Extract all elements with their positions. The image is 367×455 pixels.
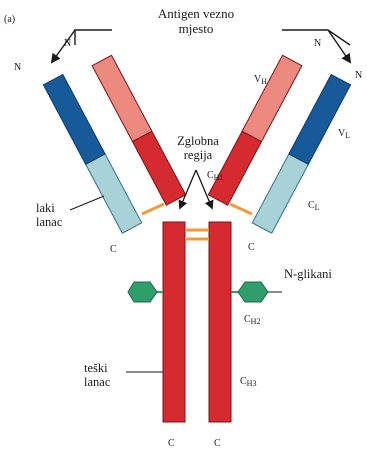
hinge-label-line2: regija bbox=[184, 148, 213, 162]
heavy-chain-variable-vh-right bbox=[242, 55, 302, 141]
antigen-site-label-line2: mjesto bbox=[179, 21, 214, 36]
n-glycan-right bbox=[238, 282, 268, 302]
glycan-label: N-glikani bbox=[284, 267, 332, 281]
light-chain-variable-vl-left bbox=[43, 75, 105, 165]
panel-letter: (a) bbox=[4, 14, 15, 25]
heavy-chain-variable-vh-left bbox=[92, 55, 152, 141]
heavy-chain-stem-left bbox=[163, 222, 185, 422]
light-chain-constant-cl-left bbox=[86, 154, 142, 233]
n-terminus-heavy-right: N bbox=[314, 38, 321, 49]
light-chain-variable-vl-right bbox=[289, 75, 351, 165]
heavy-chain-stem-right bbox=[209, 222, 231, 422]
c-terminus-heavy-right: C bbox=[214, 438, 221, 449]
c-terminus-light-right: C bbox=[248, 242, 255, 253]
n-glycan-left bbox=[128, 282, 157, 302]
c-terminus-heavy-left: C bbox=[168, 438, 175, 449]
domain-label-ch2: CH2 bbox=[244, 314, 260, 326]
light-heavy-disulfide-left bbox=[142, 204, 164, 214]
n-terminus-light-right: N bbox=[355, 70, 362, 81]
domain-label-cl: CL bbox=[308, 200, 320, 212]
light-chain-constant-cl-right bbox=[252, 154, 308, 233]
antigen-site-arrow-right bbox=[328, 30, 350, 62]
domain-label-ch3: CH3 bbox=[240, 376, 256, 388]
light-chain-leader bbox=[70, 196, 104, 210]
hinge-label-line1: Zglobna bbox=[177, 134, 219, 148]
n-terminus-light-left: N bbox=[14, 62, 21, 73]
c-terminus-light-left: C bbox=[110, 244, 117, 255]
light-chain-label-line2: lanac bbox=[36, 215, 63, 229]
domain-label-vh: VH bbox=[254, 74, 267, 86]
light-chain-label-line1: laki bbox=[36, 201, 55, 215]
domain-label-vl: VL bbox=[338, 128, 350, 140]
light-heavy-disulfide-right bbox=[230, 204, 252, 214]
heavy-chain-label-line2: lanac bbox=[84, 375, 111, 389]
heavy-chain-label-line1: teški bbox=[84, 361, 108, 375]
n-terminus-heavy-left: N bbox=[64, 38, 71, 49]
antigen-site-label-line1: Antigen vezno bbox=[158, 6, 234, 21]
